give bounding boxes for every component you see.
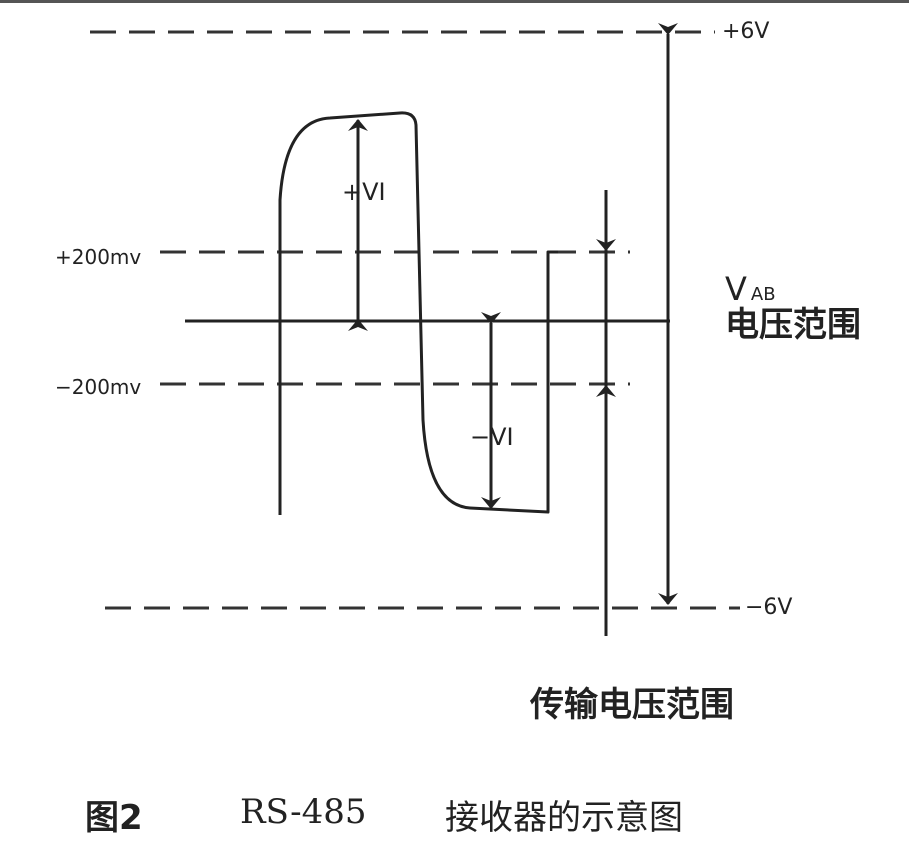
signal-waveform xyxy=(278,111,558,515)
transmit-range-label: 传输电压范围 xyxy=(529,685,734,725)
vab-range-label: 电压范围 xyxy=(725,305,861,345)
minus-200mv-label: −200mv xyxy=(55,375,141,399)
caption-figure-number: 图2 xyxy=(85,798,143,838)
caption-title: 接收器的示意图 xyxy=(445,798,683,838)
plus-200mv-label: +200mv xyxy=(55,245,141,269)
top-border-rule xyxy=(0,0,909,3)
figure-caption: 图2 RS-485 接收器的示意图 xyxy=(0,790,909,840)
plus-6v-label: +6V xyxy=(722,19,769,44)
minus-6v-label: −6V xyxy=(745,595,792,620)
plus-vi-label: +VI xyxy=(342,178,386,206)
vab-main: V xyxy=(725,270,747,308)
caption-model: RS-485 xyxy=(240,792,367,832)
minus-vi-label: −VI xyxy=(470,423,514,451)
vab-subscript: AB xyxy=(751,284,776,305)
